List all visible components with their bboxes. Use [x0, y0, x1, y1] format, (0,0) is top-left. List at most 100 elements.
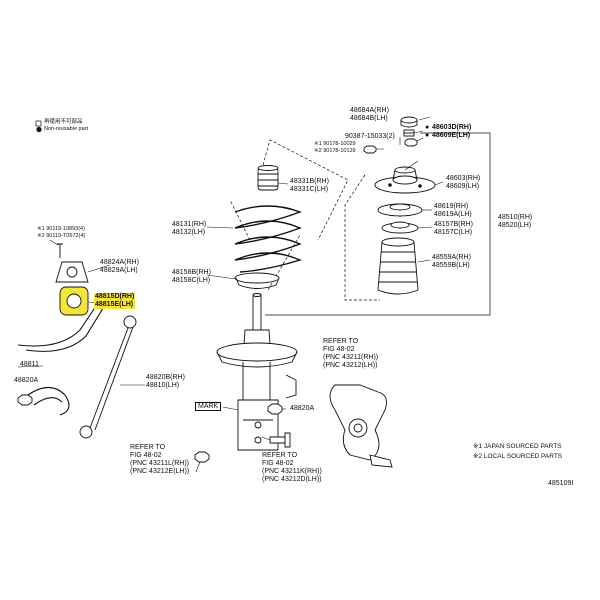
ref-knuckle-line1: REFER TO: [323, 338, 359, 345]
label-48331-lh: 48331C(LH): [290, 186, 329, 193]
label-90119: ※1 90119-10893(4) ※2 90119-T0572(4): [37, 226, 85, 240]
ref-bolt-left-line4: (PNC 43212E(LH)): [130, 468, 190, 475]
sourcing-legend: ※1 JAPAN SOURCED PARTS ※2 LOCAL SOURCED …: [473, 442, 562, 462]
stabilizer-bracket-part: [55, 261, 89, 283]
ref-bolt-right-line3: (PNC 43211K(RH)): [262, 468, 322, 475]
non-reusable-dot-1: ●: [425, 124, 430, 131]
dust-boot-part: [377, 237, 419, 295]
small-nut-part: [404, 138, 418, 147]
nut-48820a-left: [17, 394, 33, 406]
legend-local: ※2 LOCAL SOURCED PARTS: [473, 453, 563, 460]
lower-insulator-part: [234, 272, 280, 289]
legend-japan: ※1 JAPAN SOURCED PARTS: [473, 443, 562, 450]
label-48820a-left: 48820A: [14, 377, 39, 384]
label-48820b: 48820B(RH) 48810(LH): [146, 374, 185, 390]
ref-bolt-right-line2: FIG 48-02: [262, 460, 294, 467]
label-48824: 48824A(RH) 48829A(LH): [100, 259, 139, 275]
label-48829-lh: 48829A(LH): [100, 267, 138, 274]
label-48603: 48603(RH) 48609(LH): [446, 175, 480, 191]
legend-non-reusable: Non-reusable part: [44, 126, 89, 132]
label-48559-rh: 48559A(RH): [432, 254, 471, 261]
label-48684: 48684A(RH) 48684B(LH): [350, 107, 389, 123]
mark-label: MARK: [195, 402, 222, 411]
stabilizer-link-part: [79, 315, 137, 439]
bearing-part: [381, 221, 419, 234]
label-48157: 48157B(RH) 48157C(LH): [434, 221, 473, 237]
ref-knuckle-line2: FIG 48-02: [323, 346, 355, 353]
label-48510-lh: 48520(LH): [498, 222, 532, 229]
bolt-nut-left: [194, 451, 210, 463]
ref-bolt-right: REFER TO FIG 48-02 (PNC 43211K(RH)) (PNC…: [262, 452, 322, 484]
label-48820a-right: 48820A: [290, 405, 315, 412]
label-48815e-lh: 48815E(LH): [94, 301, 136, 309]
legend-non-reusable-icon: [36, 126, 42, 133]
nut-90178: [363, 145, 377, 154]
label-48603-rh: 48603(RH): [446, 175, 481, 182]
legend-reuse-note: 再使用不可部品: [44, 119, 83, 125]
upper-insulator-part: [377, 203, 423, 217]
label-48619-rh: 48619(RH): [434, 203, 469, 210]
coil-spring-part: [234, 205, 302, 273]
label-48158-lh: 48158C(LH): [172, 277, 211, 284]
bolt-90119: [57, 243, 63, 258]
label-48824-rh: 48824A(RH): [100, 259, 139, 266]
ref-bolt-left-line2: FIG 48-02: [130, 452, 162, 459]
ref-knuckle-line4: (PNC 43212(LH)): [323, 362, 378, 369]
label-48815d-rh: 48815D(RH): [94, 293, 136, 301]
label-48157-lh: 48157C(LH): [434, 229, 473, 236]
label-90178-local: ※2 90178-10129: [314, 148, 356, 154]
label-48331: 48331B(RH) 48331C(LH): [290, 178, 329, 194]
label-48684-lh: 48684B(LH): [350, 115, 388, 122]
nut-48820a-right: [267, 403, 283, 415]
label-48331-rh: 48331B(RH): [290, 178, 329, 185]
label-48158-rh: 48158B(RH): [172, 269, 211, 276]
non-reusable-dot-2: ●: [425, 132, 430, 139]
label-48157-rh: 48157B(RH): [434, 221, 473, 228]
label-48603d-lh: 48609E(LH): [432, 132, 471, 139]
ref-knuckle-line3: (PNC 43211(RH)): [323, 354, 379, 361]
ref-bolt-right-line4: (PNC 43212D(LH)): [262, 476, 322, 483]
label-48131-lh: 48132(LH): [172, 229, 206, 236]
label-48603-lh: 48609(LH): [446, 183, 480, 190]
label-48559-lh: 48559B(LH): [432, 262, 470, 269]
label-48603d-rh: 48603D(RH): [432, 124, 472, 131]
mark-text: MARK: [195, 402, 222, 411]
ref-bolt-left: REFER TO FIG 48-02 (PNC 43211L(RH)) (PNC…: [130, 444, 189, 476]
label-48510-rh: 48510(RH): [498, 214, 533, 221]
label-90178: ※1 90178-10029 ※2 90178-10129: [314, 141, 356, 155]
ref-knuckle: REFER TO FIG 48-02 (PNC 43211(RH)) (PNC …: [323, 338, 378, 370]
top-cap-part: [400, 116, 418, 128]
label-48684-rh: 48684A(RH): [350, 107, 389, 114]
ref-bolt-right-line1: REFER TO: [262, 452, 298, 459]
ref-bolt-left-line1: REFER TO: [130, 444, 166, 451]
upper-support-part: [374, 166, 436, 194]
bump-stopper-part: [257, 165, 279, 191]
label-48131-rh: 48131(RH): [172, 221, 207, 228]
ref-bolt-left-line3: (PNC 43211L(RH)): [130, 460, 189, 467]
shock-absorber-part: [216, 293, 298, 451]
steering-knuckle-part: [329, 384, 393, 468]
label-48559: 48559A(RH) 48559B(LH): [432, 254, 471, 270]
label-90387: 90387-15033(2): [345, 133, 395, 140]
label-48619-lh: 48619A(LH): [434, 211, 472, 218]
label-48815-highlight: 48815D(RH) 48815E(LH): [94, 293, 136, 309]
bushing-highlight-part: [59, 286, 89, 316]
figure-id: 485109I: [548, 480, 574, 487]
label-48810-lh: 48810(LH): [146, 382, 180, 389]
label-48619: 48619(RH) 48619A(LH): [434, 203, 472, 219]
label-48510: 48510(RH) 48520(LH): [498, 214, 532, 230]
label-90178-jp: ※1 90178-10029: [314, 141, 356, 147]
label-48811: 48811: [20, 361, 39, 368]
upper-nut-part: [403, 129, 415, 137]
label-48820b-rh: 48820B(RH): [146, 374, 185, 381]
mount-bolt-part: [269, 432, 291, 448]
label-90119-local: ※2 90119-T0572(4): [37, 233, 86, 239]
label-48131: 48131(RH) 48132(LH): [172, 221, 206, 237]
strut-bracket-line: [265, 132, 491, 316]
stabilizer-bar-part: [17, 299, 106, 416]
label-90119-jp: ※1 90119-10893(4): [37, 226, 85, 232]
legend-reuse-icon: [35, 120, 42, 127]
label-48158: 48158B(RH) 48158C(LH): [172, 269, 211, 285]
